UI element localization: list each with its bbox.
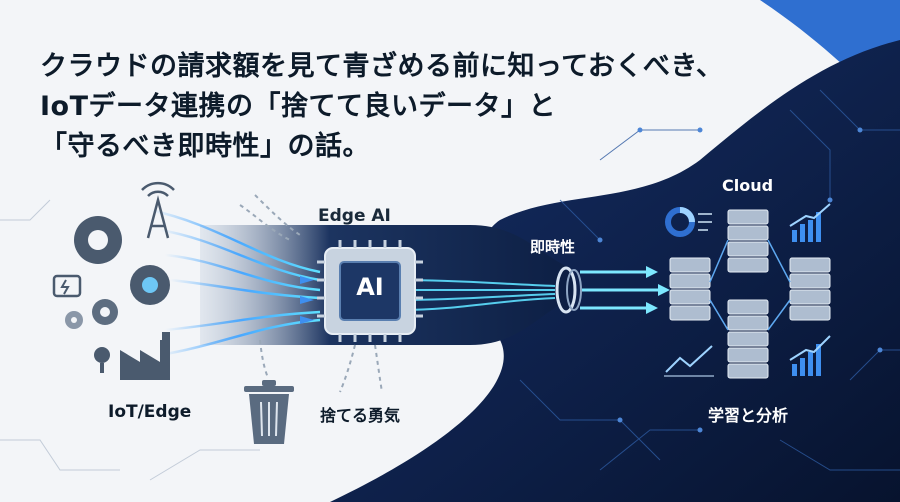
gear-icon bbox=[65, 311, 83, 329]
donut-chart-icon bbox=[665, 207, 712, 237]
trash-icon bbox=[244, 380, 294, 444]
ai-chip-icon bbox=[317, 240, 423, 342]
bar-chart-icon bbox=[789, 203, 831, 242]
server-icon bbox=[669, 257, 711, 321]
antenna-icon bbox=[141, 181, 175, 239]
camera-icon bbox=[94, 347, 110, 373]
title-line-1: クラウドの請求額を見て青ざめる前に知っておくべき、 bbox=[40, 51, 724, 82]
line-chart-icon bbox=[664, 345, 714, 377]
server-links bbox=[709, 239, 791, 331]
edge-ai-label: Edge AI bbox=[318, 206, 391, 226]
gear-icon bbox=[130, 265, 170, 305]
gear-icon bbox=[92, 299, 118, 325]
valve-icon bbox=[555, 266, 582, 314]
left-traces bbox=[0, 199, 260, 481]
ai-chip-label: AI bbox=[356, 273, 384, 301]
circuit-nodes bbox=[597, 127, 883, 433]
server-icon bbox=[727, 299, 769, 379]
battery-icon bbox=[52, 274, 82, 298]
learning-label: 学習と分析 bbox=[708, 406, 789, 425]
realtime-label: 即時性 bbox=[530, 238, 576, 256]
title-line-3: 「守るべき即時性」の話。 bbox=[40, 131, 370, 162]
gear-icon bbox=[74, 216, 122, 264]
iot-edge-label: IoT/Edge bbox=[108, 402, 192, 422]
discard-arrows bbox=[239, 194, 383, 393]
cloud-label: Cloud bbox=[722, 176, 774, 195]
bar-chart-icon bbox=[789, 335, 831, 376]
title-line-2: IoTデータ連携の「捨てて良いデータ」と bbox=[40, 91, 557, 122]
server-icon bbox=[789, 257, 831, 321]
circuit-traces bbox=[519, 89, 900, 471]
factory-icon bbox=[120, 332, 170, 380]
realtime-arrows bbox=[580, 270, 660, 310]
server-icon bbox=[727, 209, 769, 273]
input-arrowheads bbox=[300, 276, 314, 324]
corner-swoosh bbox=[760, 0, 900, 120]
discard-label: 捨てる勇気 bbox=[320, 406, 401, 425]
